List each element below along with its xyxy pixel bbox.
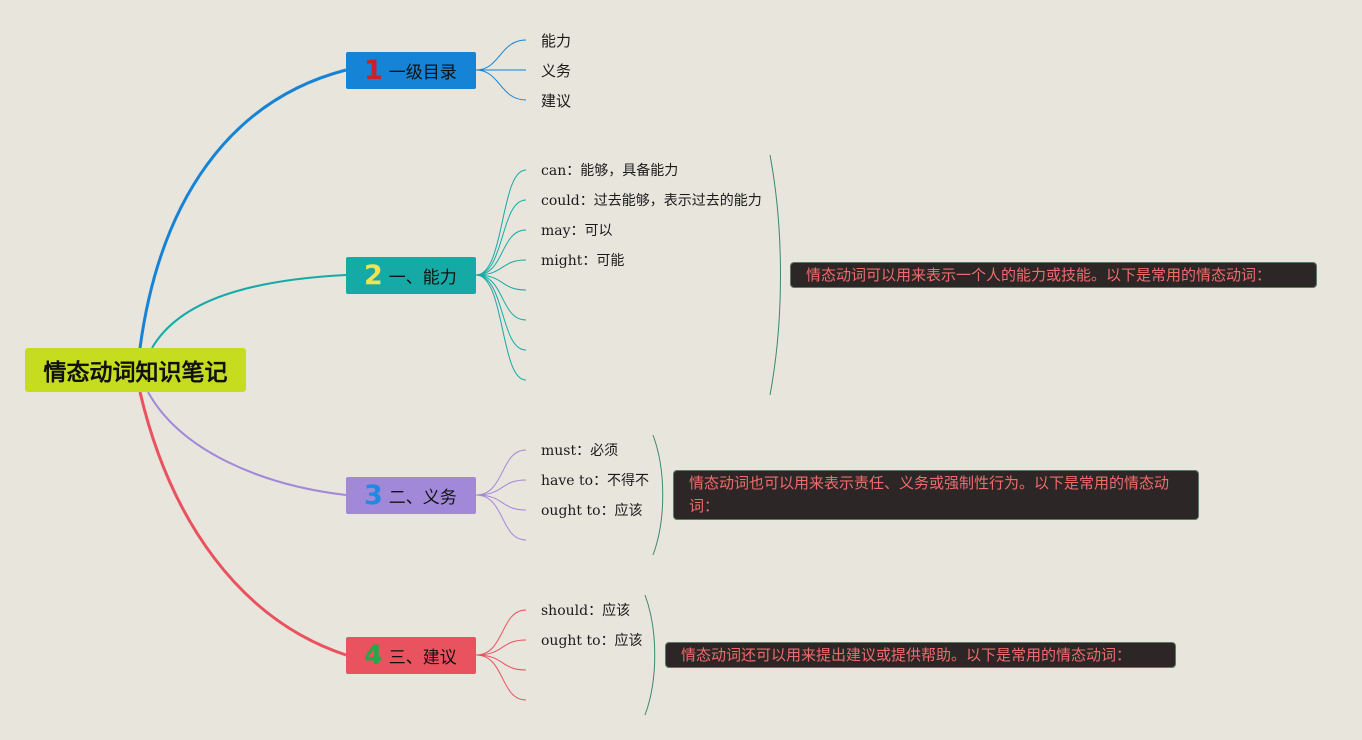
branch-label: 一级目录 xyxy=(388,63,457,83)
advice-summary-bracket xyxy=(644,594,656,716)
branch-number: 1 xyxy=(364,55,383,86)
ability-summary-bracket xyxy=(769,154,781,396)
modal-verb: have to xyxy=(541,473,594,489)
ability-leaf[interactable]: could：过去能够，表示过去的能力 xyxy=(541,192,762,210)
note-text: 情态动词还可以用来提出建议或提供帮助。以下是常用的情态动词： xyxy=(681,645,1132,664)
ability-leaf[interactable]: may：可以 xyxy=(541,222,613,240)
modal-meaning: ：应该 xyxy=(600,633,643,649)
ability-leaf[interactable]: might：可能 xyxy=(541,252,624,270)
branch-toc[interactable]: 1 一级目录 xyxy=(346,52,476,89)
modal-verb: should xyxy=(541,603,589,619)
branch-4-leaf-lines xyxy=(475,609,527,701)
modal-meaning: ：不得不 xyxy=(593,473,650,489)
modal-meaning: ：应该 xyxy=(588,603,631,619)
root-to-branch-2-line xyxy=(151,274,347,349)
branch-number: 4 xyxy=(364,640,383,671)
branch-label: 三、建议 xyxy=(388,648,457,668)
branch-label: 二、义务 xyxy=(388,488,457,508)
modal-verb: can xyxy=(541,163,567,179)
ability-leaf[interactable]: can：能够，具备能力 xyxy=(541,162,678,180)
root-topic[interactable]: 情态动词知识笔记 xyxy=(25,348,246,392)
modal-verb: ought to xyxy=(541,633,601,649)
modal-meaning: ：必须 xyxy=(576,443,619,459)
root-to-branch-3-line xyxy=(147,391,347,496)
note-text: 情态动词也可以用来表示责任、义务或强制性行为。以下是常用的情态动词： xyxy=(689,474,1170,515)
advice-leaf[interactable]: should：应该 xyxy=(541,602,630,620)
toc-leaf-obligation[interactable]: 义务 xyxy=(541,62,572,80)
root-to-branch-1-line xyxy=(138,68,347,349)
modal-verb: could xyxy=(541,193,580,209)
modal-meaning: ：应该 xyxy=(600,503,643,519)
branch-advice[interactable]: 4 三、建议 xyxy=(346,637,476,674)
modal-meaning: ：过去能够，表示过去的能力 xyxy=(579,193,762,209)
toc-leaf-ability[interactable]: 能力 xyxy=(541,32,572,50)
ability-summary-note[interactable]: 情态动词可以用来表示一个人的能力或技能。以下是常用的情态动词： xyxy=(790,262,1317,288)
modal-verb: ought to xyxy=(541,503,601,519)
branch-label: 一、能力 xyxy=(388,268,457,288)
branch-obligation[interactable]: 3 二、义务 xyxy=(346,477,476,514)
obligation-leaf[interactable]: must：必须 xyxy=(541,442,618,460)
branch-1-leaf-lines xyxy=(475,39,527,101)
branch-number: 3 xyxy=(364,480,383,511)
branch-number: 2 xyxy=(364,260,383,291)
modal-meaning: ：能够，具备能力 xyxy=(566,163,679,179)
obligation-leaf[interactable]: ought to：应该 xyxy=(541,502,643,520)
branch-2-leaf-lines xyxy=(475,169,527,381)
modal-meaning: ：可能 xyxy=(582,253,625,269)
toc-leaf-advice[interactable]: 建议 xyxy=(541,92,572,110)
root-to-branch-4-line xyxy=(138,391,347,657)
modal-verb: must xyxy=(541,443,577,459)
obligation-leaf[interactable]: have to：不得不 xyxy=(541,472,649,490)
branch-3-leaf-lines xyxy=(475,449,527,541)
obligation-summary-bracket xyxy=(652,434,664,556)
obligation-summary-note[interactable]: 情态动词也可以用来表示责任、义务或强制性行为。以下是常用的情态动词： xyxy=(673,470,1199,520)
modal-meaning: ：可以 xyxy=(570,223,613,239)
modal-verb: might xyxy=(541,253,583,269)
advice-summary-note[interactable]: 情态动词还可以用来提出建议或提供帮助。以下是常用的情态动词： xyxy=(665,642,1176,668)
branch-ability[interactable]: 2 一、能力 xyxy=(346,257,476,294)
note-text: 情态动词可以用来表示一个人的能力或技能。以下是常用的情态动词： xyxy=(806,265,1272,284)
advice-leaf[interactable]: ought to：应该 xyxy=(541,632,643,650)
modal-verb: may xyxy=(541,223,571,239)
